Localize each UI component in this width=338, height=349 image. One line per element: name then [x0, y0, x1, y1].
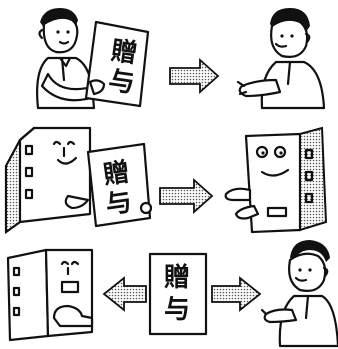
- gift-document: 贈 与: [86, 142, 153, 228]
- arrow-right-2: [159, 177, 214, 215]
- doc-char-2: 与: [107, 66, 137, 99]
- doc-char-1: 贈: [109, 35, 139, 69]
- doc-char-1: 贈: [164, 262, 190, 293]
- recipient-company-icon: [224, 126, 328, 234]
- row-person-to-person: 贈 与: [36, 8, 326, 110]
- doc-char-1: 贈: [101, 157, 131, 191]
- row-company-to-company: 贈 与: [4, 126, 328, 234]
- arrow-right-3: [211, 276, 262, 312]
- giver-company-icon: [4, 126, 92, 234]
- recipient-person-icon: [260, 240, 338, 348]
- doc-char-2: 与: [164, 295, 190, 325]
- gift-document: 贈 与: [84, 20, 150, 108]
- gift-document: 贈 与: [148, 252, 208, 336]
- doc-char-2: 与: [104, 187, 134, 220]
- company-icon: [6, 248, 94, 342]
- recipient-person-icon: [236, 8, 326, 110]
- row-company-doc-person: 贈 与: [6, 240, 338, 348]
- arrow-left: [102, 276, 147, 312]
- arrow-right-1: [169, 57, 220, 95]
